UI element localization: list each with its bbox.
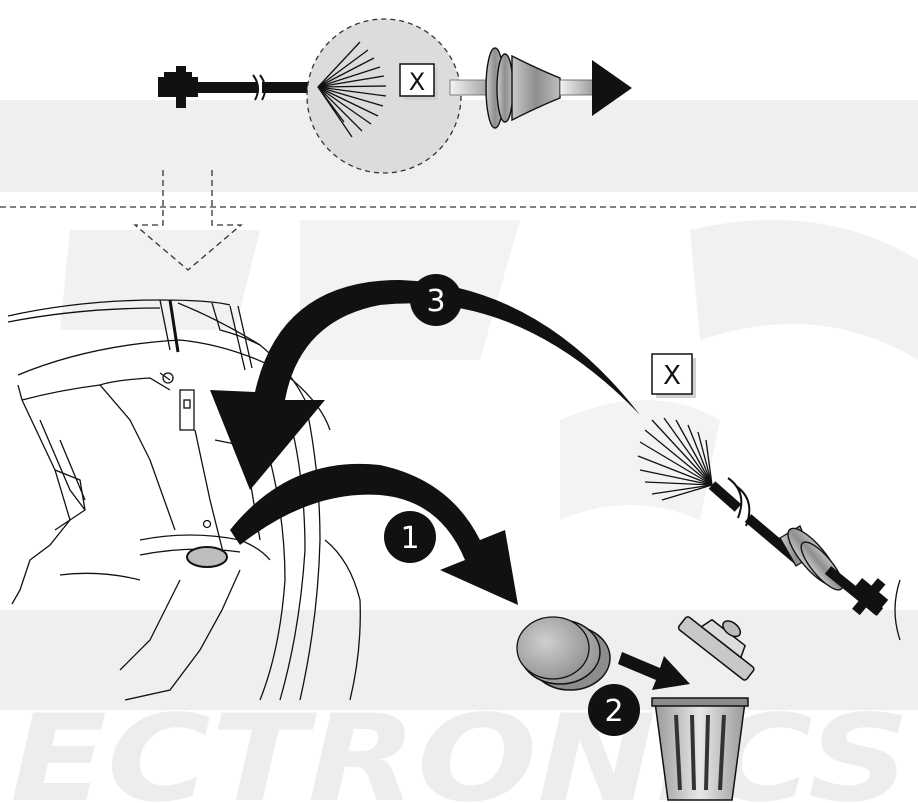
arrow-step-3 <box>210 280 640 490</box>
svg-text:2: 2 <box>604 694 623 729</box>
wire-strands-right <box>637 417 713 501</box>
svg-text:X: X <box>409 68 425 96</box>
step-badge-2: 2 <box>588 684 640 736</box>
rubber-plug <box>516 616 611 691</box>
svg-text:3: 3 <box>426 284 445 319</box>
svg-text:1: 1 <box>400 521 419 556</box>
wire-strands-top <box>317 41 387 138</box>
wire-right <box>708 477 901 641</box>
step-badge-3: 3 <box>410 274 462 326</box>
down-arrow-icon <box>133 170 243 271</box>
watermark-text: ECTRONICS <box>10 690 910 803</box>
svg-text:X: X <box>663 361 681 391</box>
wire-top <box>158 66 320 108</box>
grommet-top <box>449 47 632 129</box>
wire-label-top: X <box>399 63 438 100</box>
car-trunk-illustration <box>7 299 361 701</box>
wire-label-right: X <box>651 353 696 398</box>
arrow-step-2 <box>618 652 690 690</box>
arrow-step-1 <box>230 463 518 605</box>
trash-bin-icon <box>651 616 755 801</box>
step-badge-1: 1 <box>384 511 436 563</box>
grommet-hole <box>186 546 228 568</box>
